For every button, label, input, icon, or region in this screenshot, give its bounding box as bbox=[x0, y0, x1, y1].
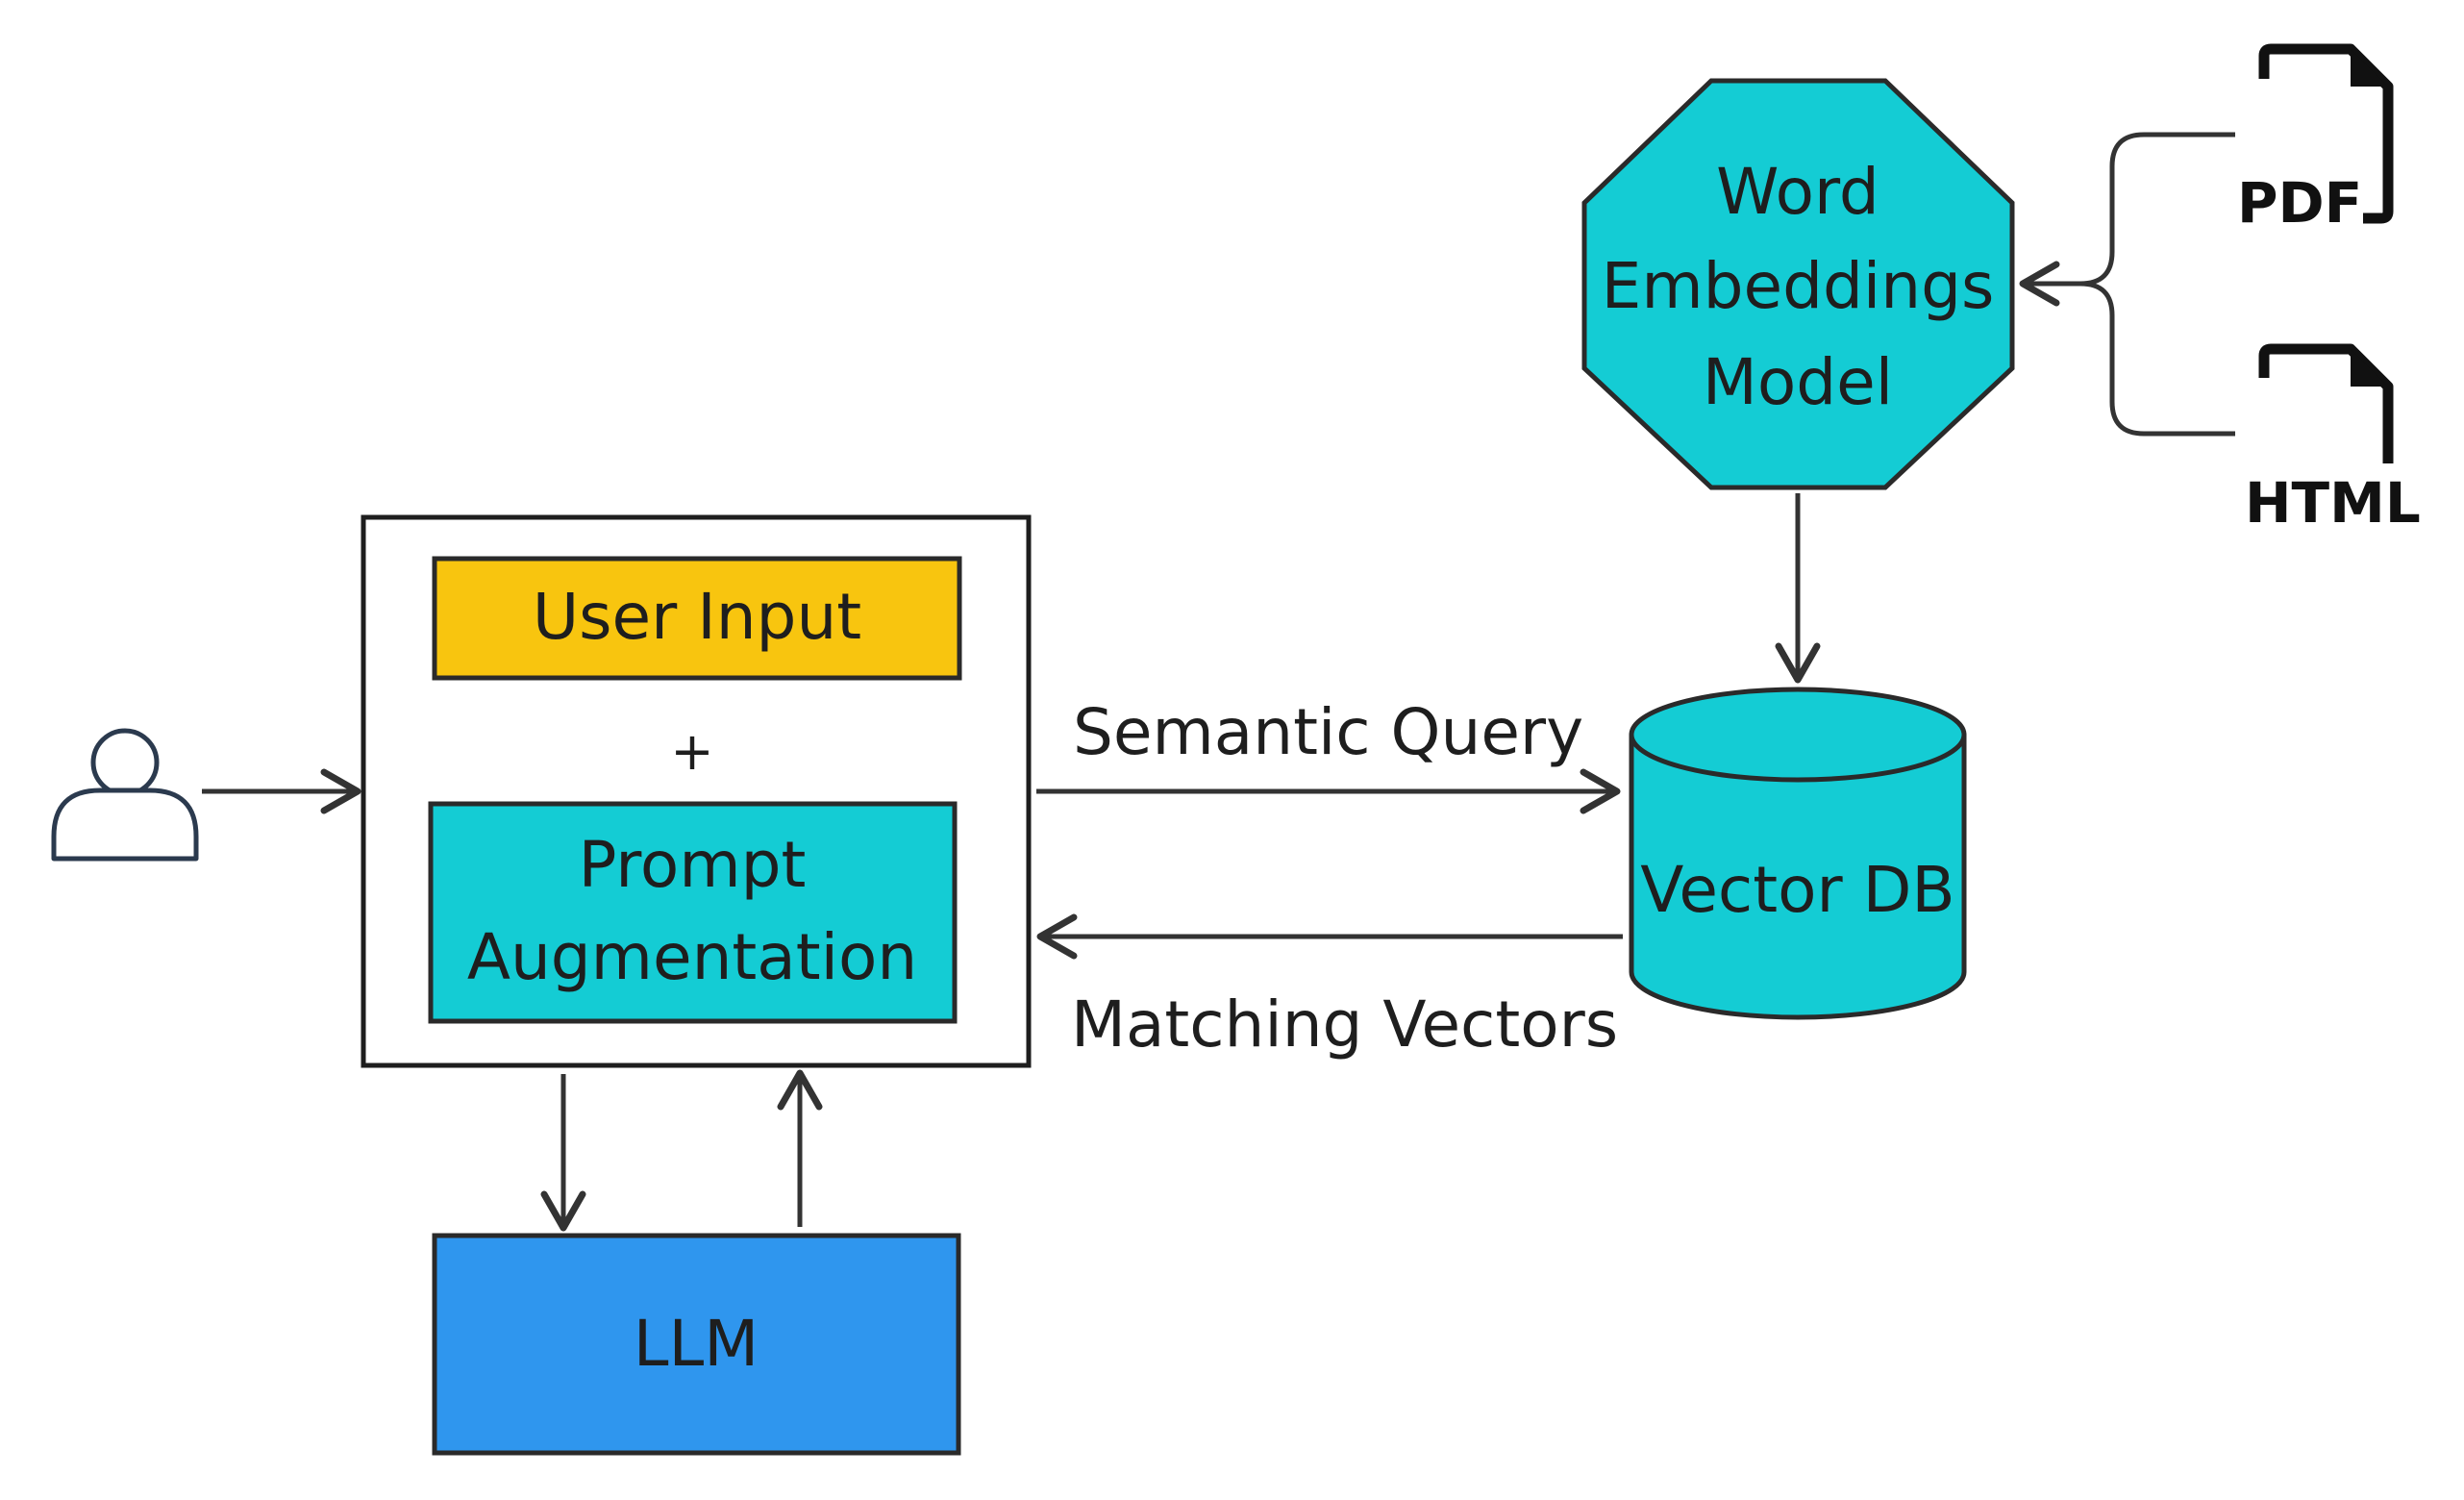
embeddings-label-line3: Model bbox=[1703, 345, 1893, 419]
prompt-augmentation-box: Prompt Augmentation bbox=[428, 801, 958, 1024]
vector-db-label: Vector DB bbox=[1640, 853, 1954, 927]
prompt-augmentation-label-line1: Prompt bbox=[579, 828, 807, 902]
prompt-augmentation-label-line2: Augmentation bbox=[467, 920, 917, 994]
vector-db-cylinder: Vector DB bbox=[1629, 687, 1967, 1020]
user-input-box: User Input bbox=[432, 556, 962, 681]
html-file-icon: HTML bbox=[2245, 343, 2421, 536]
embeddings-model-octagon: Word Embeddings Model bbox=[1581, 78, 2015, 490]
html-label: HTML bbox=[2245, 470, 2421, 536]
user-icon bbox=[51, 728, 199, 862]
embeddings-label-line1: Word bbox=[1716, 155, 1879, 229]
plus-sign: + bbox=[670, 721, 713, 782]
embeddings-label-line2: Embeddings bbox=[1602, 249, 1995, 323]
matching-vectors-label: Matching Vectors bbox=[1071, 988, 1618, 1062]
pdf-file-icon: PDF bbox=[2237, 43, 2394, 236]
llm-box: LLM bbox=[432, 1233, 961, 1456]
pdf-label: PDF bbox=[2237, 170, 2362, 236]
user-input-label: User Input bbox=[533, 580, 861, 654]
semantic-query-label: Semantic Query bbox=[1073, 695, 1583, 769]
llm-label: LLM bbox=[634, 1307, 759, 1381]
documents-bracket-connector bbox=[2019, 132, 2235, 437]
